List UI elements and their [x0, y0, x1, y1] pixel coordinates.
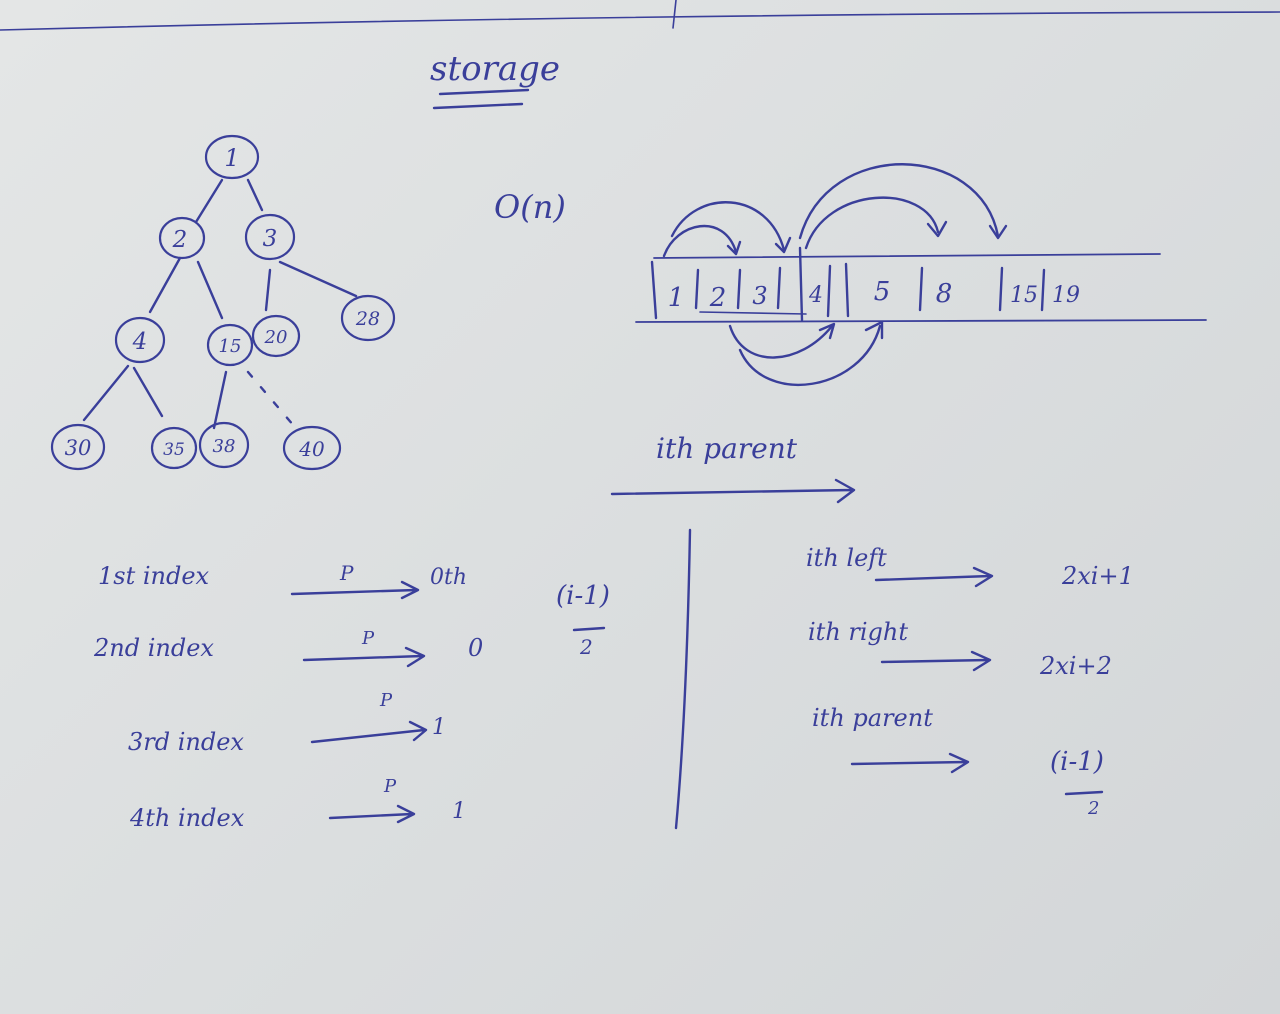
middle-formula-bar — [572, 626, 606, 632]
arc-2-to-5 — [804, 196, 940, 250]
arc-below-short — [728, 324, 834, 359]
array-cell: 3 — [752, 282, 767, 310]
array-cell: 4 — [808, 283, 823, 308]
tree-node: 1 — [204, 134, 260, 180]
tree-node: 2 — [158, 216, 206, 260]
arc-1-to-3 — [670, 201, 786, 252]
array-diagram: 1 2 3 4 5 8 15 19 — [635, 163, 1207, 387]
left-note-label: 2nd index — [93, 634, 214, 662]
tree-node: 4 — [114, 316, 166, 364]
svg-text:40: 40 — [298, 437, 325, 461]
svg-text:38: 38 — [213, 436, 236, 457]
right-note-label: ith parent — [812, 704, 933, 732]
right-note-formula: (i-1) — [1050, 747, 1104, 777]
vertical-divider — [674, 528, 692, 830]
right-note-arrow — [874, 566, 994, 588]
array-bottom-line — [635, 319, 1207, 323]
array-inner-line — [699, 311, 807, 315]
left-note-label: 4th index — [129, 804, 245, 832]
right-note-label: ith right — [808, 618, 908, 646]
svg-text:15: 15 — [219, 336, 242, 357]
svg-text:20: 20 — [264, 327, 288, 348]
left-note-arrow — [328, 804, 416, 824]
right-note-arrow — [850, 752, 970, 774]
left-note-p: P — [383, 776, 397, 797]
middle-formula: (i-1) 2 — [556, 581, 610, 659]
arc-2-to-8 — [798, 163, 1000, 240]
tree-nodes: 1 2 3 4 15 20 28 30 35 38 40 — [50, 134, 396, 471]
tree-node: 40 — [282, 425, 342, 471]
right-note-formula: 2xi+2 — [1039, 652, 1112, 680]
middle-formula-denominator: 2 — [579, 635, 593, 659]
complexity-text: O(n) — [494, 188, 566, 226]
left-note-label: 1st index — [98, 562, 210, 590]
title-underline-2 — [432, 102, 524, 110]
left-note-arrow — [310, 720, 428, 744]
left-note-p: P — [361, 628, 375, 649]
svg-text:2: 2 — [172, 227, 188, 253]
ith-parent-arrow — [610, 478, 856, 504]
right-note-formula: 2xi+1 — [1061, 562, 1134, 590]
tree-node: 30 — [50, 423, 106, 471]
array-cell: 8 — [936, 279, 953, 309]
tree-node: 38 — [198, 421, 250, 469]
top-tick — [672, 0, 677, 29]
left-note-result: 0 — [468, 634, 483, 662]
title-text: storage — [430, 49, 560, 89]
tree-node: 15 — [206, 323, 254, 367]
svg-text:35: 35 — [163, 440, 185, 460]
left-note-result: 0th — [430, 565, 467, 590]
array-cell: 19 — [1052, 283, 1080, 308]
title-underline-1 — [438, 88, 530, 96]
right-note-label: ith left — [806, 544, 887, 572]
svg-text:1: 1 — [224, 144, 239, 172]
middle-formula-numerator: (i-1) — [556, 581, 610, 611]
top-line — [0, 11, 1280, 31]
left-note-result: 1 — [432, 715, 446, 740]
left-note-p: P — [339, 561, 354, 585]
array-cell: 2 — [709, 283, 727, 313]
right-notes: ith left 2xi+1 ith right 2xi+2 ith paren… — [806, 544, 1134, 819]
arc-below-long — [738, 324, 882, 387]
svg-text:30: 30 — [65, 436, 92, 460]
ith-parent-label: ith parent — [656, 432, 798, 465]
array-top-line — [653, 253, 1161, 259]
left-note-p: P — [379, 690, 393, 711]
tree-node: 35 — [150, 426, 198, 470]
array-cell: 15 — [1010, 283, 1038, 308]
array-cell: 5 — [874, 277, 891, 307]
tree-node: 20 — [251, 314, 301, 358]
left-note-result: 1 — [452, 799, 466, 824]
right-note-formula-bar — [1064, 790, 1104, 796]
right-note-arrow — [880, 650, 992, 672]
svg-text:3: 3 — [263, 226, 278, 252]
left-note-arrow — [302, 646, 426, 668]
array-cell: 1 — [668, 283, 685, 313]
svg-text:28: 28 — [355, 308, 380, 330]
left-note-label: 3rd index — [128, 728, 244, 756]
tree-edges — [82, 178, 358, 430]
svg-text:4: 4 — [132, 329, 148, 355]
left-note-arrow — [290, 580, 420, 600]
right-note-denominator: 2 — [1087, 798, 1099, 819]
tree-node: 28 — [340, 294, 396, 342]
tree-node: 3 — [244, 213, 296, 261]
left-notes: 1st index P 0th 2nd index P 0 P 3rd inde… — [93, 561, 483, 832]
arc-1-to-2 — [662, 224, 738, 258]
